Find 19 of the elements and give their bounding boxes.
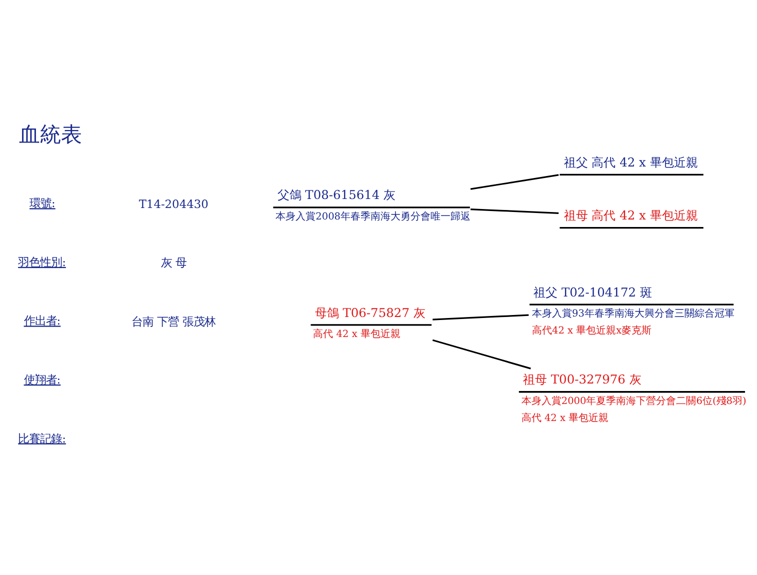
node-text: 父鴿 T08-615614 灰 本身入賞2008年春季南海大勇分會唯一歸返 <box>276 188 471 222</box>
label: 灰 母 <box>160 255 186 270</box>
connector <box>470 174 559 190</box>
node-text: 祖母 T00-327976 灰 本身入賞2000年夏季南海下營分會二關6位(殘8羽) 高代 42 x 畢包近親 <box>521 372 746 424</box>
label: 環號: <box>30 196 56 210</box>
label: 羽色性別: <box>18 254 66 268</box>
label: 比賽記錄: <box>18 430 66 445</box>
node-text: 母鴿 T06-75827 灰 高代 42 x 畢包近親 <box>313 305 426 340</box>
label: 台南 下營 張茂林 <box>131 314 216 328</box>
connector <box>470 208 559 214</box>
diagram-title: 血統表 <box>18 122 82 148</box>
node-text: 祖父 高代 42 x 畢包近親 <box>564 155 698 170</box>
label: 作出者: <box>24 313 61 328</box>
connector <box>432 338 531 369</box>
label: 使翔者: <box>24 372 61 386</box>
label: T14-204430 <box>138 196 208 210</box>
node-text: 祖母 高代 42 x 畢包近親 <box>564 208 698 222</box>
node-text: 祖父 T02-104172 斑 本身入賞93年春季南海大興分會三關綜合冠軍 高代42 x 畢包近親x麥克斯 <box>532 284 734 336</box>
connector <box>432 314 529 320</box>
